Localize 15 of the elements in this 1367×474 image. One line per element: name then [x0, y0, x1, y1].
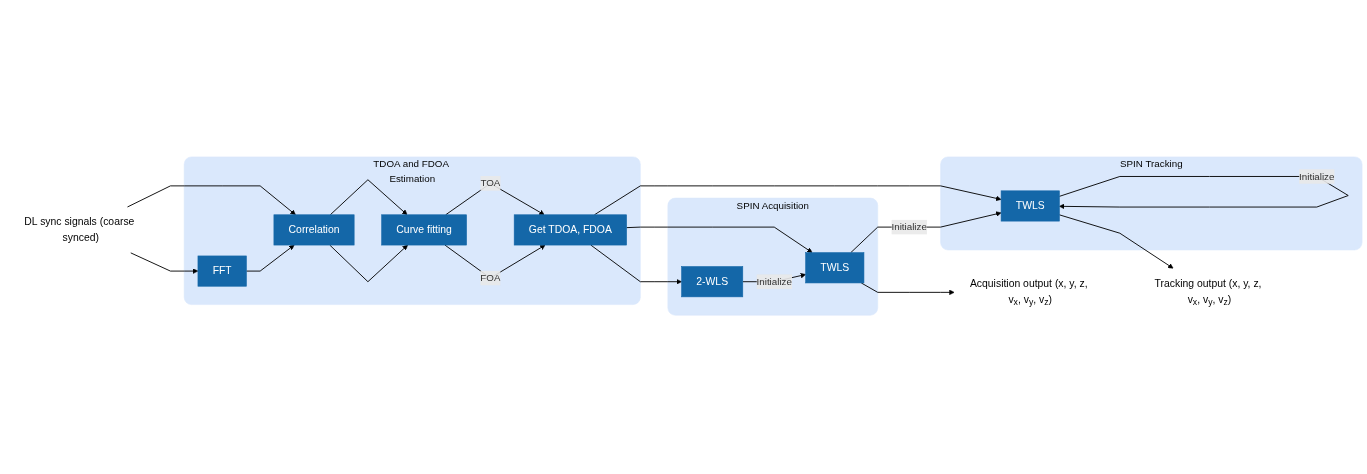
edge-label: Initialize [891, 222, 927, 233]
node-box: TWLS [805, 252, 865, 284]
edge-label: TOA [480, 178, 501, 189]
node-box: Get TDOA, FDOA [513, 214, 627, 246]
node-text: Acquisition output (x, y, z, v$_{x}$, v$_{y}$, v$_{z}$) [969, 278, 1088, 308]
node-text: Tracking output (x, y, z, v$_{x}$, v$_{y}$, v$_{z}$) [1154, 277, 1262, 308]
edge-label: Initialize [1299, 171, 1335, 182]
node-box: FFT [197, 256, 247, 287]
node-box: Curve fitting [381, 214, 467, 246]
edge-label: Initialize [756, 276, 792, 288]
node-text: DL sync signals (coarse synced) [24, 216, 135, 244]
node-box: 2-WLS [681, 266, 744, 298]
edge-label: FOA [480, 272, 501, 284]
node-box: Correlation [273, 214, 355, 246]
node-box: TWLS [1000, 190, 1060, 222]
